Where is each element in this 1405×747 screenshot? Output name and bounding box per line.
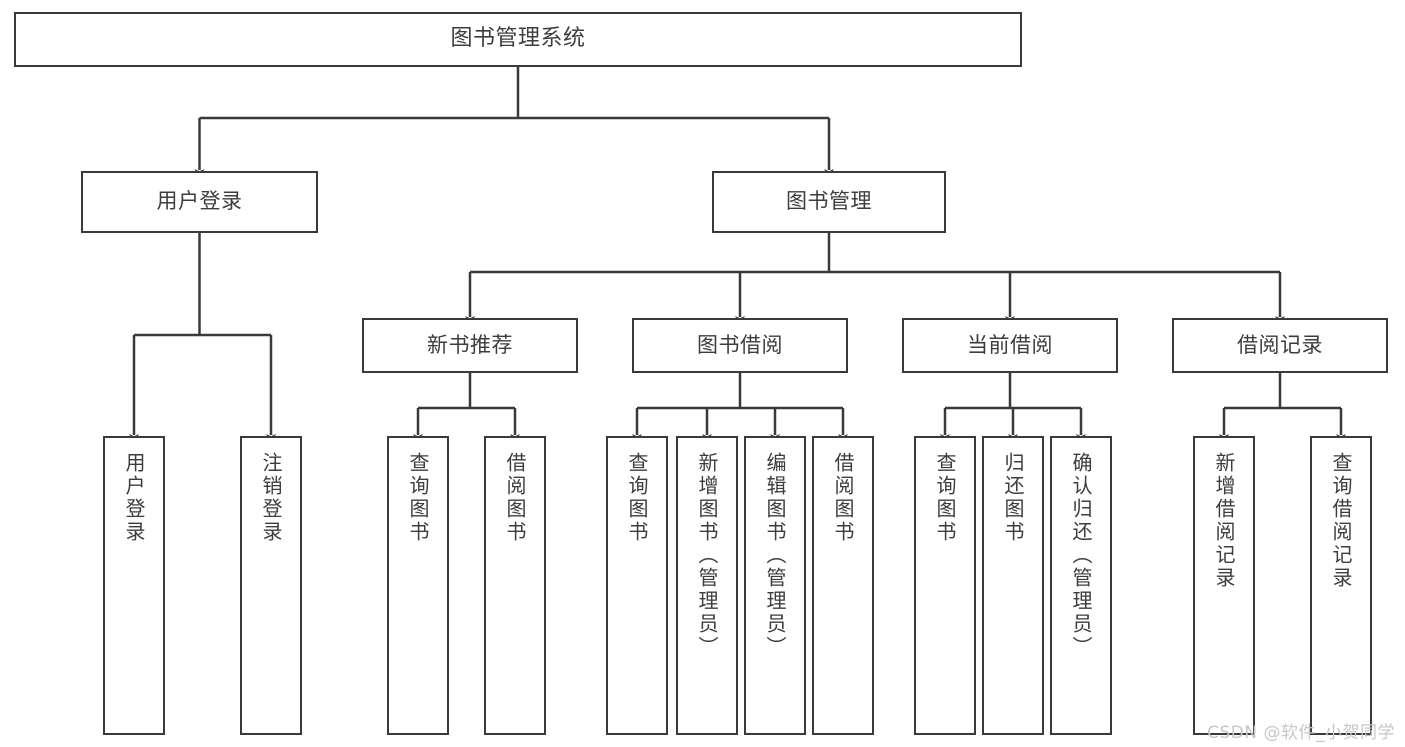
csdn-watermark: CSDN @软件_小贺同学	[1207, 723, 1395, 743]
node-label: 确认归还（管理员）	[1069, 452, 1093, 659]
node-leaf-borrow-book[interactable]: 借阅图书	[812, 436, 874, 735]
node-label: 新增图书（管理员）	[695, 452, 719, 659]
node-label: 查询图书	[933, 452, 957, 544]
node-label: 用户登录	[122, 452, 146, 544]
node-leaf-query-c[interactable]: 查询图书	[914, 436, 976, 735]
node-leaf-add-record[interactable]: 新增借阅记录	[1193, 436, 1255, 735]
node-login[interactable]: 用户登录	[81, 171, 318, 233]
node-leaf-add-book[interactable]: 新增图书（管理员）	[676, 436, 738, 735]
node-label: 查询借阅记录	[1329, 452, 1353, 590]
node-label: 借阅记录	[1237, 332, 1323, 357]
node-leaf-return[interactable]: 归还图书	[982, 436, 1044, 735]
node-label: 归还图书	[1001, 452, 1025, 544]
node-label: 借阅图书	[831, 452, 855, 544]
node-newbook[interactable]: 新书推荐	[362, 318, 578, 373]
node-label: 新增借阅记录	[1212, 452, 1236, 590]
node-leaf-edit-book[interactable]: 编辑图书（管理员）	[744, 436, 806, 735]
node-label: 图书管理系统	[450, 26, 586, 52]
node-label: 图书管理	[786, 189, 872, 214]
node-label: 注销登录	[259, 452, 283, 544]
node-leaf-query-new[interactable]: 查询图书	[387, 436, 449, 735]
node-leaf-login[interactable]: 用户登录	[103, 436, 165, 735]
node-borrow[interactable]: 图书借阅	[632, 318, 848, 373]
edge-group	[129, 67, 1346, 443]
node-label: 当前借阅	[967, 332, 1053, 357]
node-label: 图书借阅	[697, 332, 783, 357]
node-label: 编辑图书（管理员）	[763, 452, 787, 659]
node-label: 借阅图书	[503, 452, 527, 544]
node-leaf-query-record[interactable]: 查询借阅记录	[1310, 436, 1372, 735]
node-current[interactable]: 当前借阅	[902, 318, 1118, 373]
node-records[interactable]: 借阅记录	[1172, 318, 1388, 373]
node-label: 查询图书	[406, 452, 430, 544]
node-leaf-confirm[interactable]: 确认归还（管理员）	[1050, 436, 1112, 735]
node-root[interactable]: 图书管理系统	[14, 12, 1022, 67]
node-leaf-query-b[interactable]: 查询图书	[606, 436, 668, 735]
node-leaf-logout[interactable]: 注销登录	[240, 436, 302, 735]
node-label: 新书推荐	[427, 332, 513, 357]
node-leaf-borrow-new[interactable]: 借阅图书	[484, 436, 546, 735]
node-bookmgmt[interactable]: 图书管理	[712, 171, 946, 233]
node-label: 查询图书	[625, 452, 649, 544]
node-label: 用户登录	[156, 189, 243, 214]
